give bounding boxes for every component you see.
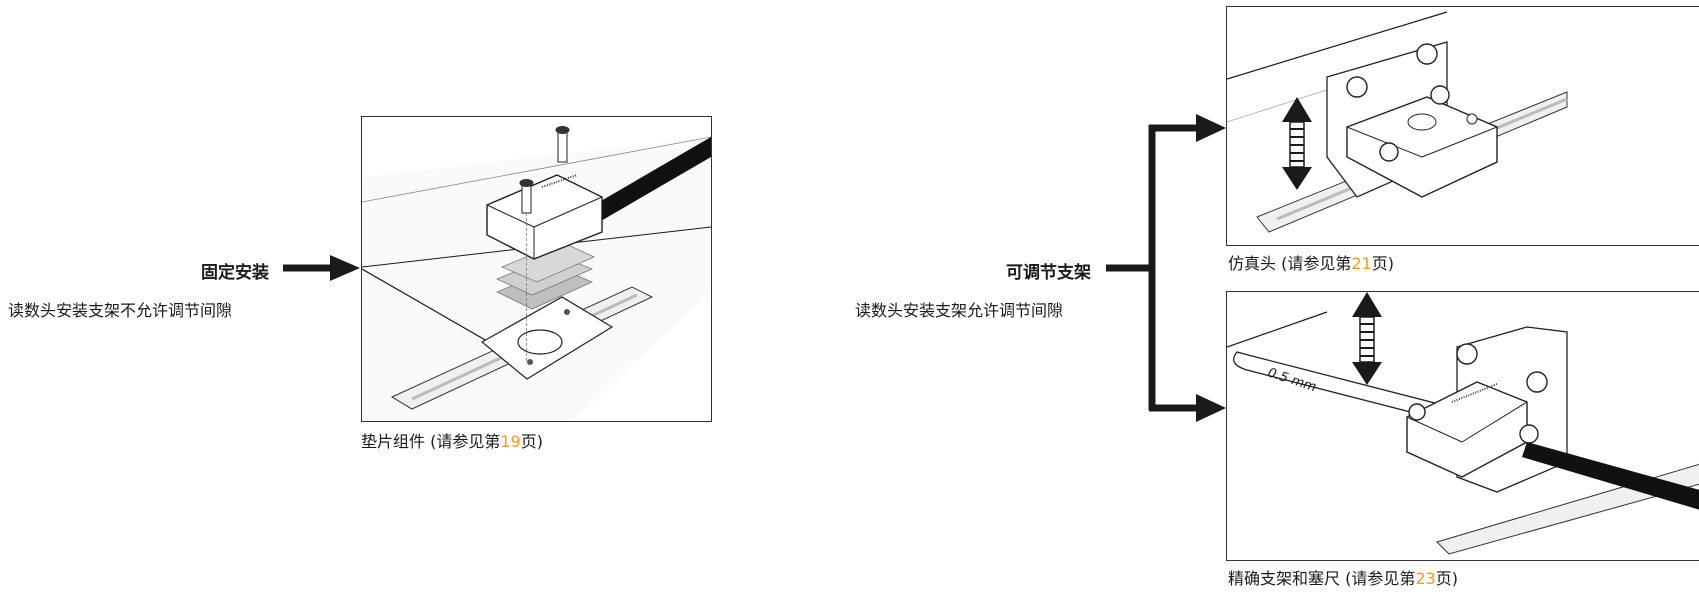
shim-kit-caption-prefix: 垫片组件 (请参见第 [361, 432, 501, 451]
precision-bracket-caption-prefix: 精确支架和塞尺 (请参见第 [1228, 569, 1416, 588]
dummy-head-page-number[interactable]: 21 [1351, 254, 1372, 273]
shim-kit-figure [361, 116, 712, 422]
precision-bracket-caption-suffix: 页) [1435, 569, 1458, 588]
fixed-mounting-label: 固定安装 [201, 263, 269, 283]
shim-kit-caption-suffix: 页) [520, 432, 543, 451]
dummy-head-caption-suffix: 页) [1371, 254, 1394, 273]
precision-bracket-caption: 精确支架和塞尺 (请参见第23页) [1228, 565, 1458, 589]
precision-bracket-figure: 0.5 mm [1226, 291, 1699, 561]
adjustable-bracket-label: 可调节支架 [1006, 263, 1091, 283]
bracket-bottom-head [1196, 394, 1226, 422]
bracket-top-head [1196, 114, 1226, 142]
dummy-head-caption-prefix: 仿真头 (请参见第 [1228, 254, 1352, 273]
dummy-head-caption: 仿真头 (请参见第21页) [1228, 250, 1394, 274]
adjustable-bracket-description: 读数头安装支架允许调节间隙 [855, 301, 1064, 320]
fixed-mounting-description: 读数头安装支架不允许调节间隙 [8, 301, 233, 320]
fixed-arrow-head [330, 255, 360, 281]
precision-bracket-page-number[interactable]: 23 [1415, 569, 1436, 588]
dummy-head-figure [1226, 6, 1699, 246]
shim-kit-page-number[interactable]: 19 [500, 432, 521, 451]
shim-kit-caption: 垫片组件 (请参见第19页) [361, 428, 543, 452]
